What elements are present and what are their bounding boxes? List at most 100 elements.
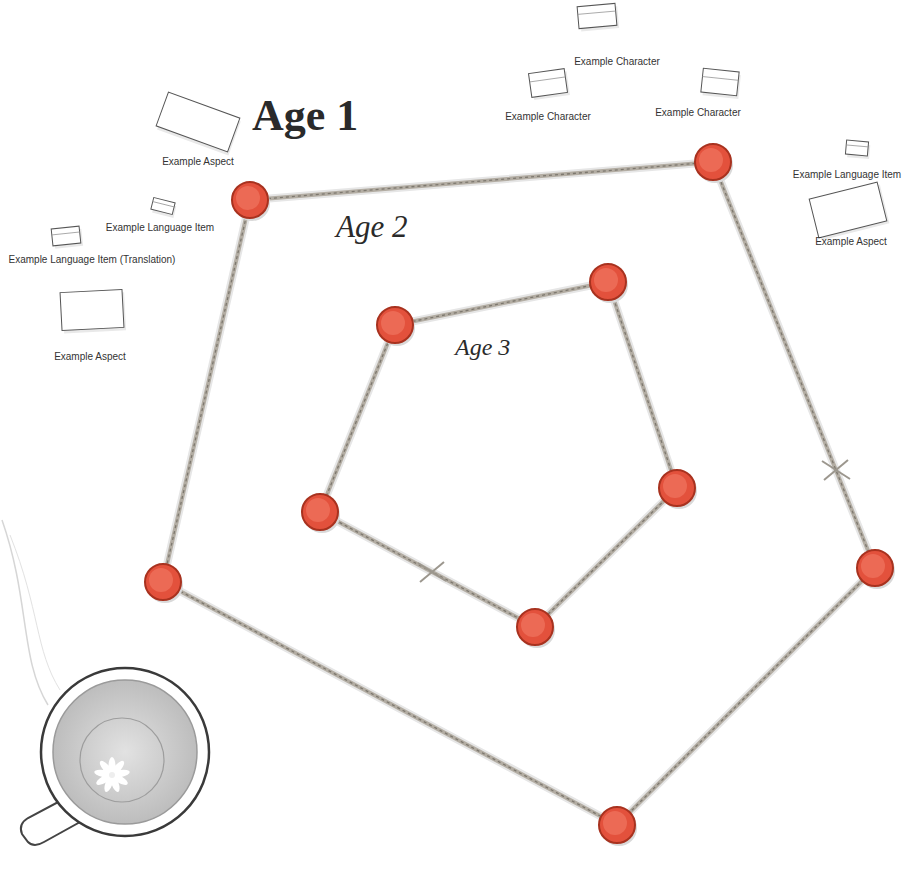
card	[701, 68, 742, 99]
card	[51, 226, 83, 249]
pin-highlight	[861, 554, 885, 578]
card-outline	[151, 198, 175, 215]
red-pin	[377, 307, 415, 346]
rope	[163, 162, 875, 825]
rope-twist	[320, 282, 677, 627]
red-pin	[590, 264, 628, 303]
knot-end	[420, 562, 444, 582]
label-holder: Age 1	[252, 92, 358, 140]
card-fold	[846, 145, 868, 147]
game-card: Example Language Item	[106, 222, 214, 234]
game-card: Example Language Item	[793, 169, 901, 181]
pin-highlight	[306, 498, 330, 522]
age-title: Age 1	[252, 92, 358, 140]
age-ring: Age 2 Age 3	[140, 140, 900, 850]
rope	[320, 282, 677, 627]
red-pin	[232, 182, 270, 221]
pin-highlight	[663, 474, 687, 498]
pin-head	[599, 807, 635, 843]
card-label: Example Language Item	[793, 169, 901, 181]
tea-string	[10, 535, 60, 690]
red-pin	[695, 144, 733, 183]
pin-highlight	[594, 268, 618, 292]
pin-head	[857, 550, 893, 586]
card-outline	[577, 3, 617, 28]
cup-rim	[41, 668, 209, 836]
game-card: Example Aspect	[162, 156, 234, 168]
age-ring: Age 3	[295, 260, 695, 650]
game-card: Example Aspect	[54, 351, 126, 363]
inner-rope-ring	[295, 260, 695, 650]
age-label: Age 2	[336, 210, 407, 244]
card-outline	[701, 68, 739, 96]
game-card: Example Aspect	[815, 236, 887, 248]
card-label: Example Aspect	[54, 351, 126, 363]
card-outline	[845, 140, 868, 156]
card-fold	[702, 77, 738, 81]
card	[809, 182, 889, 241]
game-card: Example Language Item (Translation)	[9, 254, 176, 266]
card	[529, 68, 570, 100]
petal	[98, 759, 115, 777]
knot-end	[824, 460, 848, 480]
card-label: Example Aspect	[815, 236, 887, 248]
game-card: Example Character	[655, 107, 741, 119]
card-fold	[153, 202, 174, 207]
flower	[94, 757, 131, 793]
pin-head	[145, 564, 181, 600]
knot-end	[418, 563, 446, 581]
tea-string	[2, 520, 48, 705]
card-outline	[156, 92, 240, 152]
rope-twist	[163, 162, 875, 825]
outer-rope-ring	[140, 140, 900, 850]
game-card: Example Character	[574, 56, 660, 68]
card-outline	[809, 182, 887, 238]
rope-knot	[418, 562, 446, 582]
card-fold	[578, 11, 616, 14]
red-pin	[517, 609, 555, 648]
knot-end	[822, 461, 850, 479]
pin-head	[659, 470, 695, 506]
red-pin	[302, 494, 340, 533]
card-fold	[52, 232, 80, 235]
card-label: Example Character	[574, 56, 660, 68]
card-label: Example Character	[505, 111, 591, 123]
pin-head	[302, 494, 338, 530]
pin-highlight	[699, 148, 723, 172]
card	[577, 3, 619, 31]
rope-knot	[822, 460, 850, 480]
red-pin	[145, 564, 183, 603]
teacup	[21, 668, 209, 845]
red-pin	[599, 807, 637, 846]
card	[155, 92, 242, 155]
pin-highlight	[149, 568, 173, 592]
age-label: Age 3	[455, 334, 510, 360]
pin-head	[377, 307, 413, 343]
game-card: Example Character	[505, 111, 591, 123]
card-picture	[6, 176, 126, 296]
pin-head	[695, 144, 731, 180]
card-outline	[529, 69, 568, 98]
pin-head	[232, 182, 268, 218]
pin-highlight	[381, 311, 405, 335]
card-outline	[51, 226, 81, 246]
card-label: Example Language Item	[106, 222, 214, 234]
card-label: Example Language Item (Translation)	[9, 254, 176, 266]
card	[60, 289, 126, 333]
card-picture	[488, 23, 608, 143]
card-picture	[788, 150, 908, 270]
pin-highlight	[603, 811, 627, 835]
pin-highlight	[236, 186, 260, 210]
cup-tea	[53, 680, 197, 824]
pin-highlight	[521, 613, 545, 637]
red-pin	[857, 550, 895, 589]
rope-shadow	[163, 162, 875, 825]
pin-head	[517, 609, 553, 645]
red-pin	[659, 470, 697, 509]
card-outline	[60, 289, 124, 330]
card-label: Example Character	[655, 107, 741, 119]
cup-ring	[80, 718, 164, 802]
flower-center	[109, 772, 115, 778]
card-label: Example Aspect	[162, 156, 234, 168]
